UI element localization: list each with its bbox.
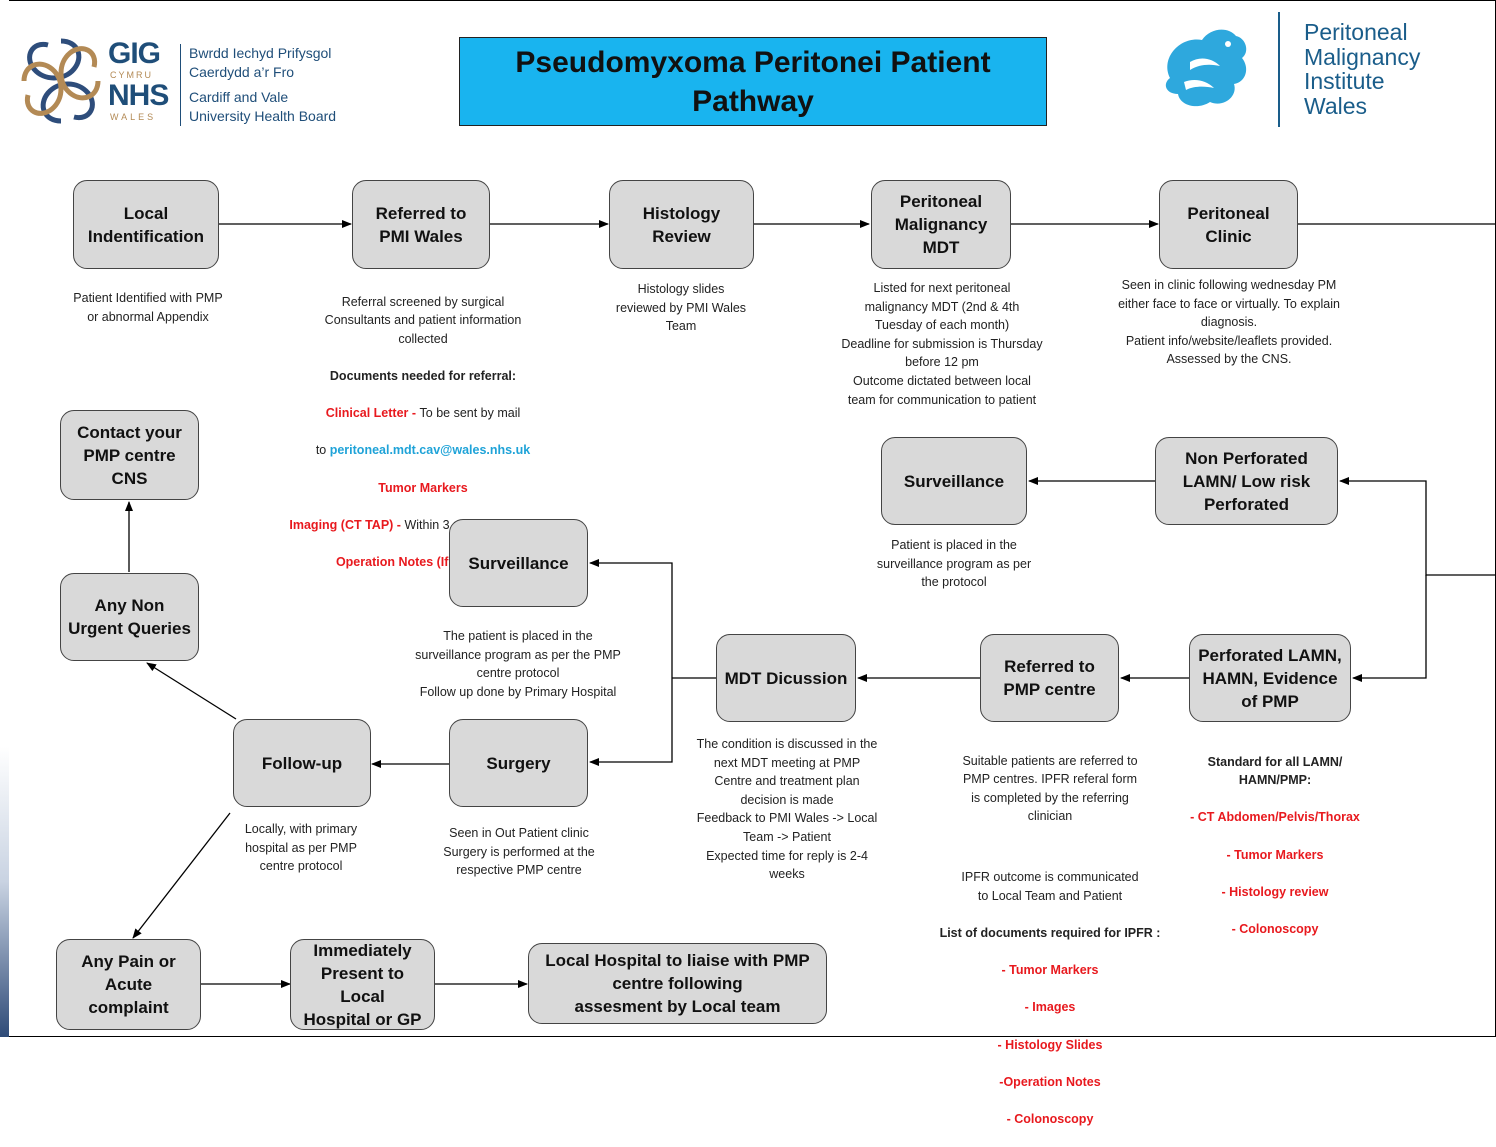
note-local-identification: Patient Identified with PMP or abnormal … (73, 291, 223, 324)
node-any-non-urgent: Any Non Urgent Queries (60, 573, 199, 661)
note-ipfr-outcome: IPFR outcome is communicated to Local Te… (961, 870, 1139, 903)
arrow-followup-to-pain (132, 812, 231, 939)
board-line-1: Bwrdd Iechyd Prifysgol (189, 45, 332, 61)
ipfr-doc-item: - Images (1024, 1000, 1076, 1015)
note-surveillance-left: The patient is placed in the surveillanc… (415, 629, 621, 699)
node-local-identification: Local Indentification (73, 180, 219, 269)
note-referred-pmp-intro: Suitable patients are referred to PMP ce… (962, 753, 1138, 824)
node-surveillance-left: Surveillance (449, 519, 588, 607)
note-ipfr-docs-heading: List of documents required for IPFR : (939, 925, 1161, 940)
node-surveillance-right: Surveillance (881, 437, 1027, 525)
node-non-perforated: Non Perforated LAMN/ Low risk Perforated (1155, 437, 1338, 525)
board-line-4: University Health Board (189, 108, 337, 124)
arrow-split-to-surgery (589, 678, 673, 766)
ipfr-doc-item: - Histology Slides (997, 1037, 1103, 1052)
note-referral-email-line: to peritoneal.mdt.cav@wales.nhs.uk (268, 441, 578, 460)
note-surveillance-right: Patient is placed in the surveillance pr… (876, 538, 1032, 590)
note-mdt-discussion: The condition is discussed in the next M… (696, 737, 878, 882)
node-follow-up: Follow-up (233, 719, 371, 807)
node-contact-cns: Contact your PMP centre CNS (60, 410, 199, 500)
knot-logo-icon (21, 38, 101, 124)
node-peritoneal-mdt: Peritoneal Malignancy MDT (871, 180, 1011, 269)
note-referral-tumor-markers: Tumor Markers (378, 480, 468, 495)
note-clinic: Seen in clinic following wednesday PM ei… (1118, 278, 1340, 367)
arrow-branch-to-nonperforated (1339, 477, 1496, 576)
gig-logo-text: GIG (108, 37, 161, 70)
ipfr-doc-item: - Colonoscopy (1006, 1111, 1094, 1126)
standard-item: - Colonoscopy (1231, 921, 1319, 936)
note-referral-docs-heading: Documents needed for referral: (329, 368, 517, 383)
node-histology-review: Histology Review (609, 180, 754, 269)
logo-divider (180, 44, 181, 126)
note-surgery: Seen in Out Patient clinic Surgery is pe… (443, 826, 595, 878)
node-mdt-discussion: MDT Dicussion (716, 634, 856, 722)
note-referred-pmp: Suitable patients are referred to PMP ce… (930, 733, 1170, 1147)
ipfr-doc-item: -Operation Notes (999, 1074, 1101, 1089)
referral-email-link[interactable]: peritoneal.mdt.cav@wales.nhs.uk (329, 443, 531, 458)
node-any-pain: Any Pain or Acute complaint (56, 939, 201, 1030)
note-referral-intro: Referral screened by surgical Consultant… (324, 294, 522, 346)
ipfr-doc-item: - Tumor Markers (1001, 963, 1099, 978)
left-edge-bar (0, 0, 9, 1037)
node-surgery: Surgery (449, 719, 588, 807)
node-local-hospital: Local Hospital to liaise with PMP centre… (528, 943, 827, 1024)
note-histology: Histology slides reviewed by PMI Wales T… (615, 282, 747, 334)
imaging-label: Imaging (CT TAP) - (289, 517, 405, 532)
node-referred-pmp: Referred to PMP centre (980, 634, 1119, 722)
note-spacer (930, 845, 1170, 850)
standard-item: - Histology review (1221, 884, 1329, 899)
note-follow-up: Locally, with primary hospital as per PM… (244, 822, 358, 874)
node-immediately-present: Immediately Present to Local Hospital or… (290, 939, 435, 1030)
board-line-2: Caerdydd a’r Fro (189, 64, 295, 80)
cymru-logo-text: CYMRU (110, 70, 153, 80)
node-peritoneal-clinic: Peritoneal Clinic (1159, 180, 1298, 269)
clinical-letter-rest: To be sent by mail (419, 406, 521, 421)
connector-lines (125, 220, 1496, 988)
standard-item: - Tumor Markers (1226, 847, 1324, 862)
clinical-letter-label: Clinical Letter - (325, 406, 420, 421)
arrow-followup-to-nonurgent (146, 662, 237, 720)
arrow-branch-to-perforated (1352, 575, 1427, 682)
wales-logo-text: WALES (110, 112, 157, 122)
standard-item: - CT Abdomen/Pelvis/Thorax (1190, 810, 1360, 825)
note-referral-clinical-letter: Clinical Letter - To be sent by mail (268, 404, 578, 423)
arrow-split-to-surveillance (589, 559, 673, 678)
pmi-logo-text: Peritoneal Malignancy Institute Wales (1304, 19, 1421, 119)
node-referred-pmi-wales: Referred to PMI Wales (352, 180, 490, 269)
note-standard: Standard for all LAMN/ HAMN/PMP: - CT Ab… (1172, 734, 1378, 957)
note-mdt: Listed for next peritoneal malignancy MD… (841, 281, 1043, 407)
dragon-logo-icon (1165, 29, 1247, 107)
note-standard-heading: Standard for all LAMN/ HAMN/PMP: (1207, 754, 1343, 788)
pmi-divider (1278, 12, 1280, 127)
board-line-3: Cardiff and Vale (189, 89, 289, 105)
node-perforated: Perforated LAMN, HAMN, Evidence of PMP (1189, 634, 1351, 722)
page-title: Pseudomyxoma Peritonei Patient Pathway (459, 37, 1047, 126)
to-word: to (315, 443, 330, 458)
nhs-logo-text: NHS (108, 79, 169, 112)
